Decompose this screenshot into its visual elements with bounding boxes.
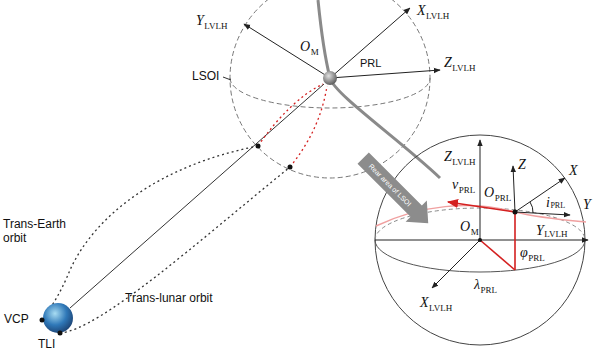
axis-symbol: Z bbox=[444, 150, 452, 164]
vcp-dot bbox=[40, 318, 45, 323]
arrow-label: Rear area of LSOI bbox=[367, 162, 412, 207]
junction-dot bbox=[256, 144, 261, 149]
annotation: Trans-Earth orbit bbox=[3, 218, 75, 246]
axis-symbol: O bbox=[300, 40, 310, 54]
block-arrow-shape bbox=[353, 148, 439, 234]
axis-symbol: i bbox=[546, 196, 550, 210]
subscript: LVLH bbox=[204, 22, 227, 31]
axis-symbol: Y bbox=[196, 14, 204, 28]
axis-symbol: λ bbox=[474, 278, 480, 292]
axis-symbol: X bbox=[417, 4, 426, 18]
annotation: PRL bbox=[360, 58, 381, 69]
subscript: PRL bbox=[495, 194, 512, 203]
subscript: M bbox=[471, 228, 479, 237]
subscript: LVLH bbox=[452, 158, 475, 167]
subscript: LVLH bbox=[429, 304, 452, 313]
axis-symbol: O bbox=[484, 186, 494, 200]
axis-symbol: Z bbox=[444, 56, 452, 70]
lsoi-sphere bbox=[230, 0, 430, 178]
subscript: M bbox=[311, 48, 319, 57]
axis-symbol: Y bbox=[536, 224, 544, 238]
axis-symbol: X bbox=[420, 296, 429, 310]
equator-front bbox=[375, 240, 585, 272]
trans-lunar-orbit bbox=[60, 167, 290, 333]
earth bbox=[43, 303, 73, 333]
origin-dot bbox=[478, 238, 482, 242]
subscript: PRL bbox=[528, 254, 545, 263]
trans-earth-orbit bbox=[42, 146, 258, 320]
axis-symbol: Y bbox=[583, 198, 591, 212]
longitude-line bbox=[480, 240, 515, 270]
y-axis bbox=[515, 212, 570, 215]
z-axis bbox=[513, 166, 515, 212]
departure-arc bbox=[258, 84, 323, 146]
latitude-line bbox=[514, 212, 516, 270]
subscript: PRL bbox=[459, 186, 476, 195]
subscript: PRL bbox=[550, 202, 565, 210]
axis-symbol: φ bbox=[520, 246, 528, 260]
annotation: VCP bbox=[4, 313, 29, 325]
axis-symbol: Z bbox=[518, 158, 526, 172]
angle-arc bbox=[530, 202, 533, 213]
tli-dot bbox=[58, 331, 63, 336]
z-axis bbox=[330, 70, 440, 78]
velocity-vector bbox=[448, 202, 515, 212]
moon-orbit bbox=[318, 0, 440, 178]
prl-dot bbox=[513, 210, 518, 215]
moon bbox=[323, 71, 337, 85]
subscript: LVLH bbox=[452, 64, 475, 73]
subscript: LVLH bbox=[544, 230, 567, 239]
junction-dot bbox=[288, 165, 293, 170]
x-axis bbox=[515, 178, 565, 212]
annotation: TLI bbox=[38, 338, 55, 350]
axis-symbol: X bbox=[569, 164, 578, 178]
subscript: PRL bbox=[481, 286, 498, 295]
annotation: LSOI bbox=[192, 70, 219, 82]
axis-symbol: O bbox=[460, 220, 470, 234]
x-axis bbox=[432, 240, 480, 288]
block-arrow bbox=[353, 148, 439, 234]
x-axis bbox=[330, 8, 410, 78]
arrival-arc bbox=[290, 86, 327, 167]
z-axis bbox=[480, 140, 481, 240]
subscript: LVLH bbox=[426, 12, 449, 21]
earth-moon-line bbox=[70, 84, 324, 308]
leader-line bbox=[223, 77, 231, 80]
axis-symbol: v bbox=[452, 178, 458, 192]
y-axis bbox=[244, 24, 330, 78]
annotation: Trans-lunar orbit bbox=[125, 292, 213, 304]
